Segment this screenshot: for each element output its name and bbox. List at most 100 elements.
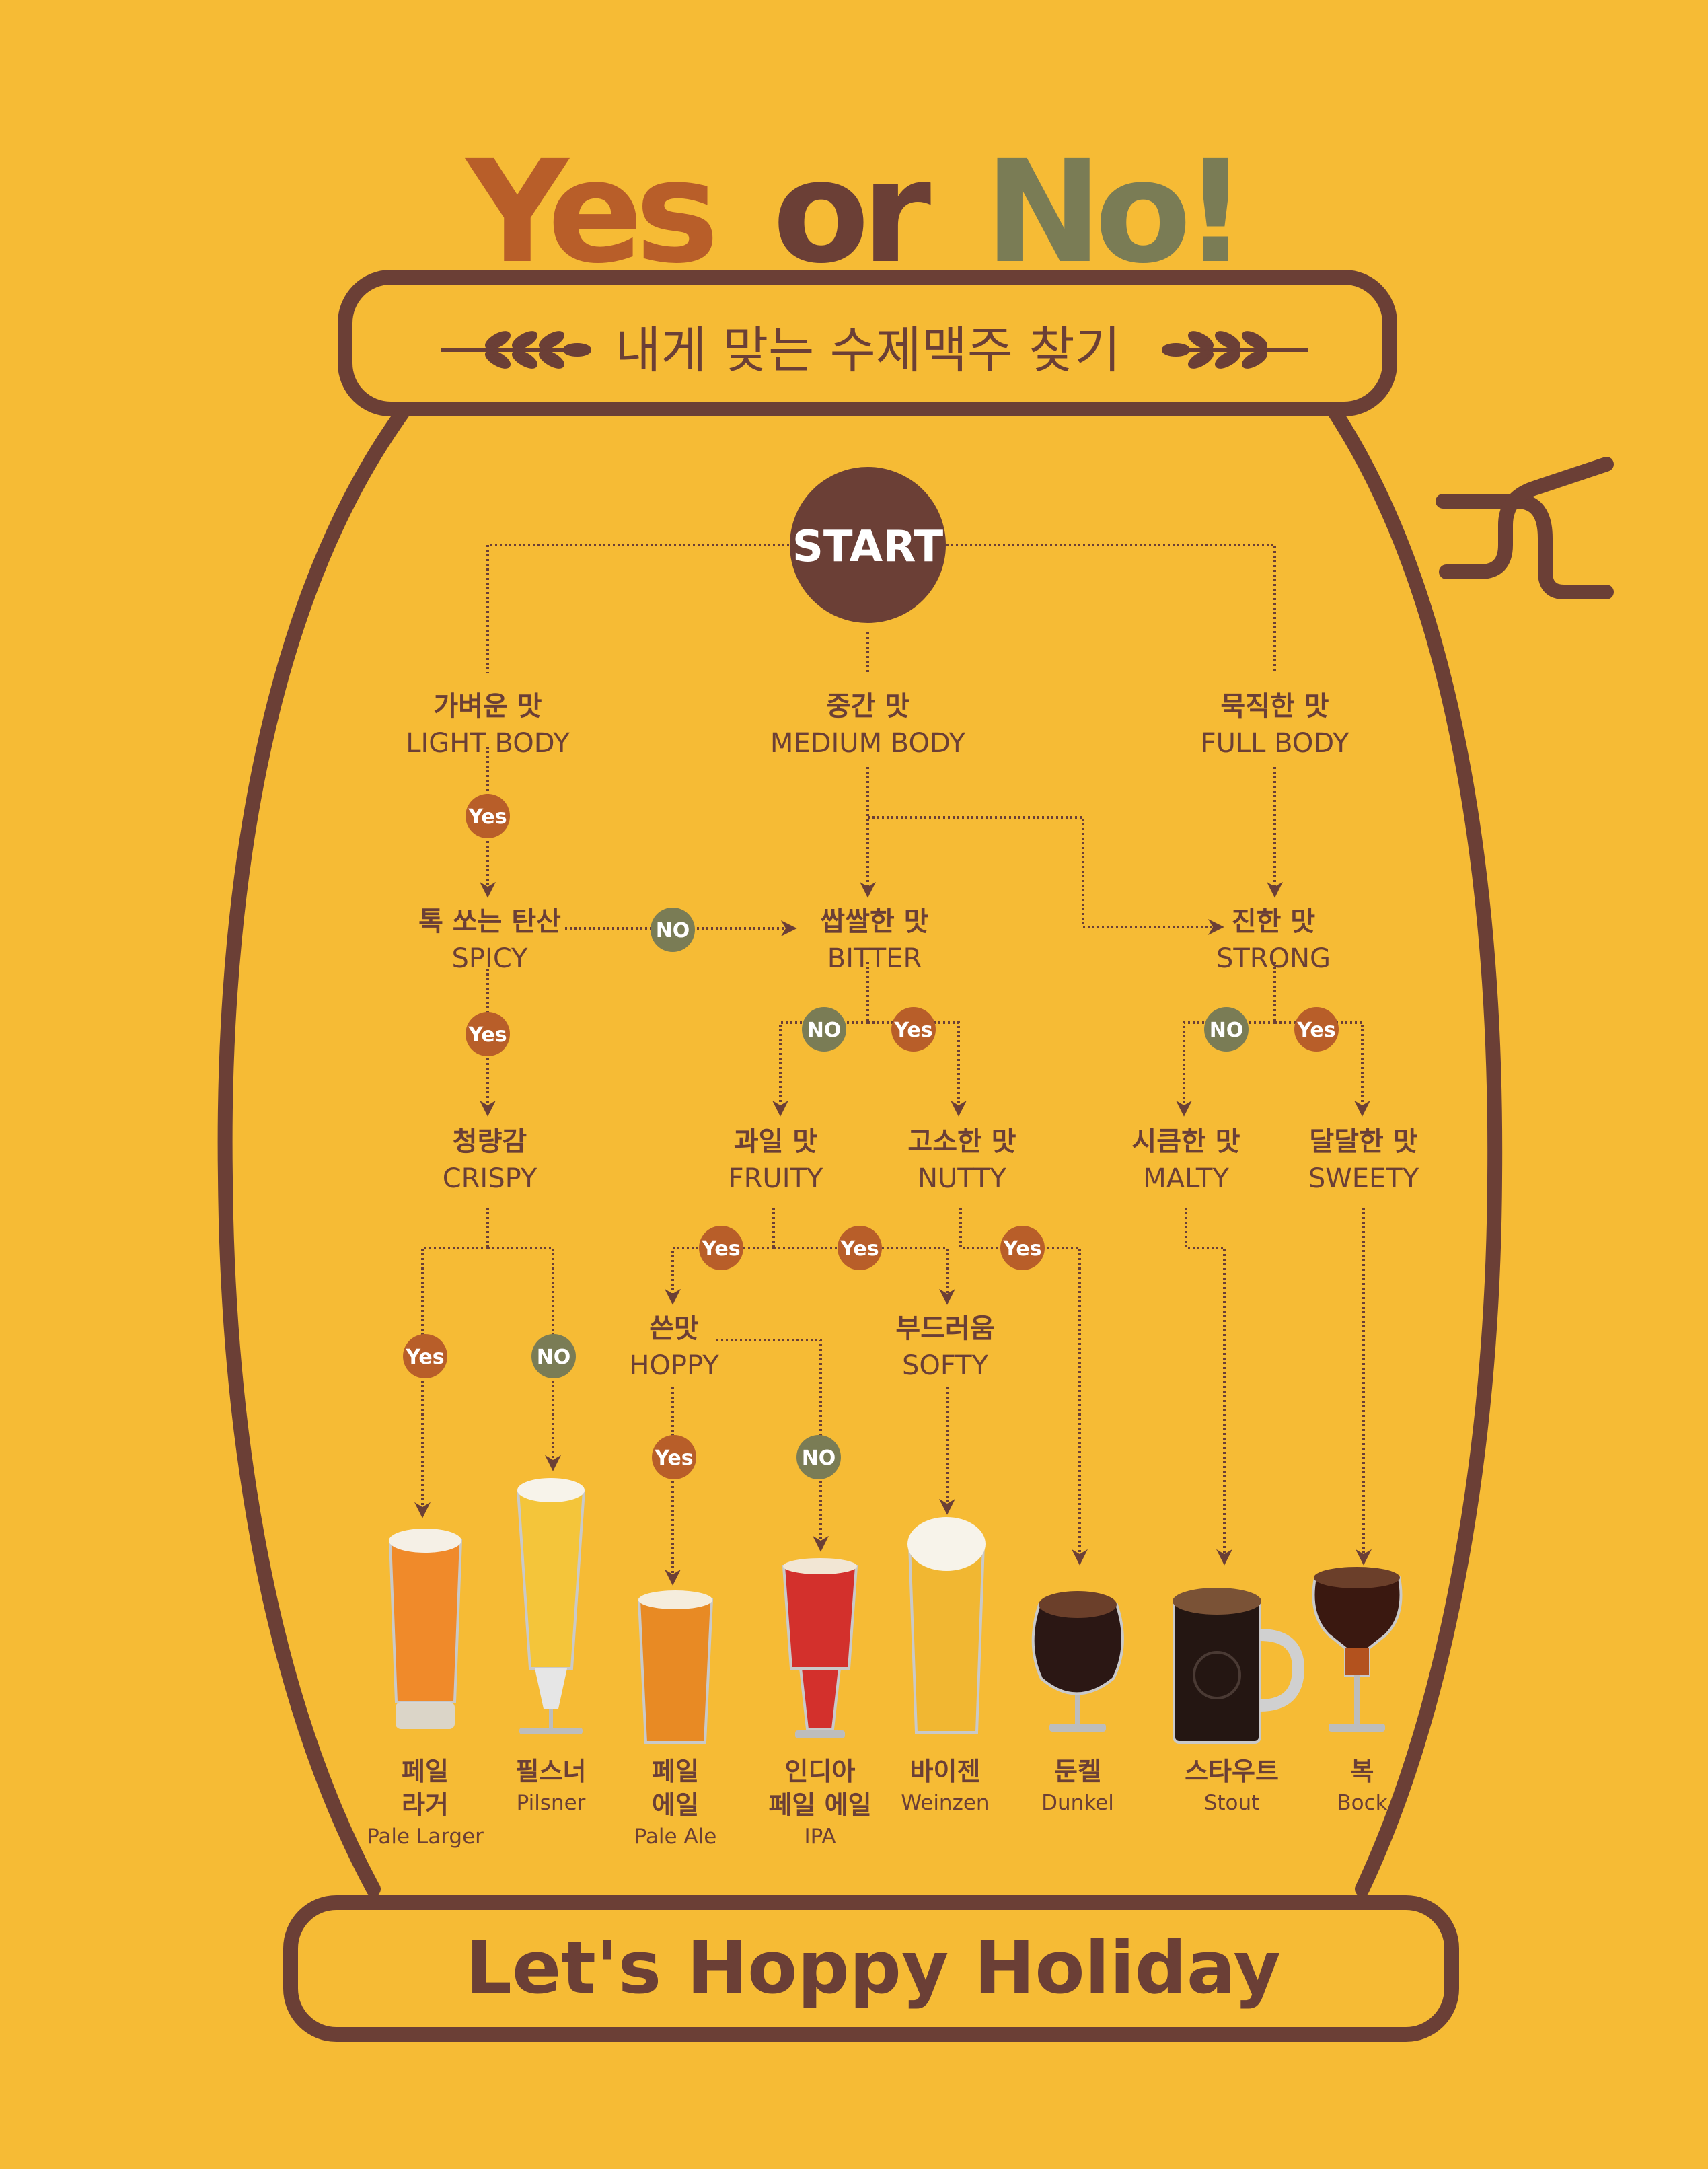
node-strong-kr: 진한 맛 [1232,906,1316,937]
beer-glass-pale-larger [388,1529,463,1729]
beer-name-kr: 라거 [402,1790,449,1820]
beer-glass-pale-ale [637,1590,714,1744]
node-full-en: FULL BODY [1201,728,1349,759]
node-strong: 진한 맛 STRONG [1216,906,1331,974]
node-hoppy-kr: 쓴맛 [649,1313,699,1344]
beer-name-kr: 스타우트 [1185,1757,1279,1786]
badge-yes-label: Yes [840,1237,879,1261]
beer-name-kr: 페일 [652,1757,699,1786]
beer-label-ipa: 인디아 페일 에일 IPA [768,1757,871,1849]
title-yes: Yes [464,130,713,295]
node-medium-kr: 중간 맛 [826,691,910,722]
beer-name-en: Pale Ale [634,1825,717,1849]
title-or: or [772,130,930,295]
node-softy-en: SOFTY [902,1350,989,1381]
beer-glass-stout [1173,1588,1305,1744]
node-sweety-en: SWEETY [1308,1163,1419,1194]
node-light-en: LIGHT BODY [406,728,570,759]
node-light-body: 가벼운 맛 LIGHT BODY [406,691,570,759]
beer-name-en: IPA [804,1825,836,1849]
node-sweety-kr: 달달한 맛 [1309,1126,1417,1157]
node-bitter: 쌉쌀한 맛 BITTER [820,906,928,974]
badge-no: NO [802,1007,846,1052]
badge-yes: Yes [891,1007,936,1052]
badge-yes: Yes [699,1226,743,1270]
beer-name-kr: 페일 에일 [768,1790,871,1820]
beer-label-bock: 복 Bock [1337,1757,1387,1815]
page-title: Yes or No! [464,130,1240,295]
subtitle: 내게 맞는 수제맥주 찾기 [615,322,1120,379]
badge-no-label: NO [656,919,690,943]
wheat-left-icon [441,331,591,369]
beer-name-kr: 복 [1351,1757,1374,1786]
beer-label-pale-larger: 페일 라거 Pale Larger [367,1757,484,1849]
beer-label-pilsner: 필스너 Pilsner [516,1757,587,1815]
badge-yes-label: Yes [701,1237,740,1261]
node-spicy-kr: 톡 쏘는 탄산 [418,906,561,937]
beer-name-kr: 에일 [652,1790,699,1820]
node-malty-kr: 시큼한 맛 [1131,1126,1240,1157]
node-softy: 부드러움 SOFTY [895,1313,994,1381]
beer-glass-bock [1312,1567,1403,1732]
node-nutty: 고소한 맛 NUTTY [907,1126,1016,1194]
node-light-kr: 가벼운 맛 [433,691,542,722]
badge-yes-label: Yes [1002,1237,1041,1261]
node-malty: 시큼한 맛 MALTY [1131,1126,1240,1194]
beer-glass-ipa [782,1558,858,1738]
node-spicy-en: SPICY [452,943,529,974]
node-bitter-kr: 쌉쌀한 맛 [820,906,928,937]
node-sweety: 달달한 맛 SWEETY [1308,1126,1419,1194]
badge-no-label: NO [537,1346,571,1369]
node-nutty-en: NUTTY [918,1163,1006,1194]
badge-yes-label: Yes [1296,1019,1335,1042]
badge-no: NO [531,1334,576,1378]
beer-row [388,1478,1403,1744]
node-nutty-kr: 고소한 맛 [907,1126,1016,1157]
beer-label-dunkel: 둔켈 Dunkel [1041,1757,1114,1815]
beer-glass-pilsner [516,1478,586,1734]
badge-no-label: NO [1210,1019,1244,1042]
node-crispy: 청량감 CRISPY [443,1126,537,1194]
start-label: START [792,522,944,572]
node-fruity-kr: 과일 맛 [734,1126,818,1157]
node-bitter-en: BITTER [827,943,922,974]
beer-name-en: Bock [1337,1791,1387,1815]
beer-name-kr: 페일 [402,1757,449,1786]
beer-name-en: Pale Larger [367,1825,484,1849]
node-medium-body: 중간 맛 MEDIUM BODY [770,691,966,759]
beer-name-en: Stout [1204,1791,1260,1815]
beer-name-kr: 필스너 [516,1757,587,1786]
badge-no-label: NO [802,1446,836,1470]
badge-yes: Yes [466,794,510,838]
badge-yes-label: Yes [468,1023,507,1047]
beer-name-kr: 바이젠 [910,1757,981,1786]
badge-yes-label: Yes [654,1446,693,1470]
title-no: No! [984,130,1240,295]
node-fruity-en: FRUITY [729,1163,823,1194]
node-full-kr: 묵직한 맛 [1220,691,1329,722]
beer-name-kr: 둔켈 [1054,1757,1101,1786]
node-spicy: 톡 쏘는 탄산 SPICY [418,906,561,974]
beer-name-en: Weinzen [901,1791,989,1815]
badge-yes: Yes [1000,1226,1045,1270]
badge-yes: Yes [466,1012,510,1056]
subtitle-band: 내게 맞는 수제맥주 찾기 [441,322,1308,379]
node-strong-en: STRONG [1216,943,1331,974]
badge-no-label: NO [807,1019,842,1042]
beer-label-weinzen: 바이젠 Weinzen [901,1757,989,1815]
node-softy-kr: 부드러움 [895,1313,994,1344]
badges: Yes NO Yes NO Yes NO Yes Yes Yes Yes Yes… [403,794,1339,1479]
beer-glass-weinzen [907,1517,986,1734]
badge-yes: Yes [1294,1007,1339,1052]
node-medium-en: MEDIUM BODY [770,728,966,759]
beer-labels: 페일 라거 Pale Larger 필스너 Pilsner 페일 에일 Pale… [367,1757,1388,1849]
node-hoppy-en: HOPPY [629,1350,719,1381]
barrel-outline [217,270,1614,2042]
badge-yes: Yes [652,1435,696,1479]
beer-name-en: Pilsner [517,1791,586,1815]
beer-label-pale-ale: 페일 에일 Pale Ale [634,1757,717,1849]
wheat-right-icon [1162,331,1308,369]
node-crispy-en: CRISPY [443,1163,537,1194]
beer-glass-dunkel [1031,1591,1124,1732]
badge-no: NO [1204,1007,1249,1052]
